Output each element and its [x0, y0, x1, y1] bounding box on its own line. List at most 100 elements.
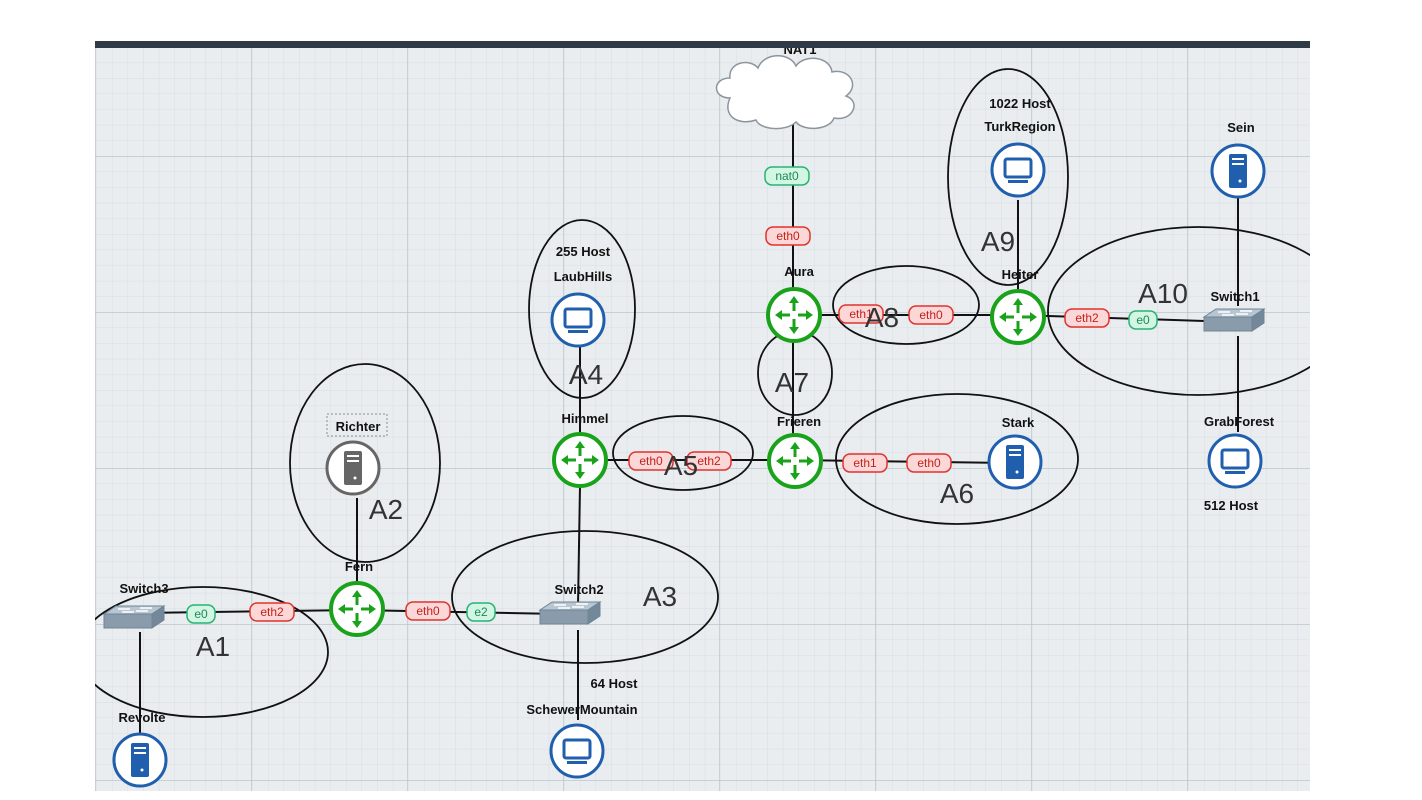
node-heiter[interactable]: Heiter — [990, 267, 1046, 345]
node-label-grabforest: GrabForest — [1204, 414, 1275, 429]
node-label-stark: Stark — [1002, 415, 1035, 430]
area-a8-ellipse — [832, 265, 980, 345]
node-himmel[interactable]: Himmel — [552, 411, 609, 488]
area-a10-ellipse — [1047, 226, 1310, 396]
node-label-revolte: Revolte — [119, 710, 166, 725]
links — [139, 118, 1239, 734]
port-text: eth0 — [639, 454, 663, 468]
area-label-a2: A2 — [369, 494, 403, 525]
node-label-fern: Fern — [345, 559, 373, 574]
port-text: eth1 — [853, 456, 877, 470]
area-labels: A1 A2 A3 A4 A5 A6 A7 A8 A9 A10 — [196, 226, 1188, 662]
topology-canvas[interactable]: NAT1 Aura Heiter Himmel Frieren Fern Swi… — [95, 41, 1310, 791]
node-fern[interactable]: Fern — [329, 559, 385, 637]
node-label-frieren: Frieren — [777, 414, 821, 429]
desktop-icon — [1207, 433, 1263, 489]
area-a5-ellipse — [612, 415, 754, 491]
port-label-himmel-eth0[interactable]: eth0 — [628, 451, 674, 471]
port-text: eth1 — [849, 307, 873, 321]
node-label-aura: Aura — [784, 264, 814, 279]
node-grabforest[interactable]: GrabForest 512 Host — [1204, 414, 1275, 513]
server-icon — [325, 440, 381, 496]
desktop-icon — [990, 142, 1046, 198]
port-text: nat0 — [775, 169, 799, 183]
area-a2-ellipse — [289, 363, 441, 563]
port-label-switch2-e2[interactable]: e2 — [466, 602, 496, 622]
area-a3-ellipse — [451, 530, 719, 664]
router-icon — [552, 432, 608, 488]
port-label-frieren-eth2[interactable]: eth2 — [686, 451, 732, 471]
canvas-top-border — [95, 41, 1310, 48]
area-a4-ellipse — [528, 219, 636, 399]
area-label-a8: A8 — [865, 302, 899, 333]
area-a9-ellipse — [947, 68, 1069, 286]
node-label-turkregion: TurkRegion — [984, 119, 1055, 134]
node-label-switch3: Switch3 — [119, 581, 168, 596]
port-label-switch3-e0[interactable]: e0 — [186, 604, 216, 624]
area-label-a5: A5 — [664, 450, 698, 481]
node-sublabel-schewermountain: 64 Host — [591, 676, 639, 691]
port-label-nat-nat0[interactable]: nat0 — [764, 166, 810, 186]
node-switch3[interactable]: Switch3 — [103, 581, 169, 629]
node-label-heiter: Heiter — [1002, 267, 1039, 282]
node-label-sein: Sein — [1227, 120, 1255, 135]
port-text: eth2 — [697, 454, 721, 468]
port-label-fern-eth2[interactable]: eth2 — [249, 602, 295, 622]
port-text: eth0 — [919, 308, 943, 322]
desktop-icon — [550, 292, 606, 348]
node-label-richter: Richter — [336, 419, 381, 434]
node-label-laubhills: LaubHills — [554, 269, 613, 284]
port-label-switch1-e0[interactable]: e0 — [1128, 310, 1158, 330]
switch-icon — [1203, 308, 1265, 332]
desktop-icon — [549, 723, 605, 779]
node-switch1[interactable]: Switch1 — [1203, 289, 1265, 332]
node-sublabel-turkregion: 1022 Host — [989, 96, 1051, 111]
router-icon — [767, 433, 823, 489]
area-label-a4: A4 — [569, 359, 603, 390]
label-selection-box — [326, 413, 388, 437]
port-text: e2 — [474, 605, 488, 619]
node-turkregion[interactable]: 1022 Host TurkRegion — [984, 96, 1056, 198]
port-label-aura-eth1[interactable]: eth1 — [838, 304, 884, 324]
area-ellipses — [95, 68, 1310, 718]
node-sublabel-grabforest: 512 Host — [1204, 498, 1259, 513]
area-label-a9: A9 — [981, 226, 1015, 257]
node-schewermountain[interactable]: 64 Host SchewerMountain — [526, 676, 639, 779]
port-text: eth0 — [917, 456, 941, 470]
router-icon — [766, 287, 822, 343]
area-label-a6: A6 — [940, 478, 974, 509]
node-label-himmel: Himmel — [562, 411, 609, 426]
port-label-aura-eth0[interactable]: eth0 — [765, 226, 811, 246]
node-richter[interactable]: Richter — [325, 413, 388, 496]
node-label-schewermountain: SchewerMountain — [526, 702, 637, 717]
port-text: e0 — [1136, 313, 1150, 327]
router-icon — [329, 581, 385, 637]
area-label-a7: A7 — [775, 367, 809, 398]
port-text: e0 — [194, 607, 208, 621]
port-label-frieren-eth1[interactable]: eth1 — [842, 453, 888, 473]
server-icon — [987, 434, 1043, 490]
node-stark[interactable]: Stark — [987, 415, 1043, 490]
node-revolte[interactable]: Revolte — [112, 710, 168, 788]
router-icon — [990, 289, 1046, 345]
node-sublabel-laubhills: 255 Host — [556, 244, 611, 259]
server-icon — [1210, 143, 1266, 199]
switch-icon — [539, 601, 601, 625]
area-label-a3: A3 — [643, 581, 677, 612]
node-switch2[interactable]: Switch2 — [539, 582, 604, 625]
area-label-a1: A1 — [196, 631, 230, 662]
port-text: eth0 — [776, 229, 800, 243]
cloud-icon — [715, 55, 855, 130]
canvas-grid — [95, 41, 1310, 791]
node-label-switch1: Switch1 — [1210, 289, 1259, 304]
node-sein[interactable]: Sein — [1210, 120, 1266, 199]
node-laubhills[interactable]: 255 Host LaubHills — [550, 244, 613, 348]
port-labels: nat0 eth0 eth1 eth0 eth2 e0 eth0 eth2 — [186, 166, 1158, 624]
port-label-stark-eth0[interactable]: eth0 — [906, 453, 952, 473]
port-label-fern-eth0[interactable]: eth0 — [405, 601, 451, 621]
switch-icon — [103, 605, 165, 629]
node-aura[interactable]: Aura — [766, 264, 822, 343]
port-label-heiter-eth2[interactable]: eth2 — [1064, 308, 1110, 328]
port-label-heiter-eth0[interactable]: eth0 — [908, 305, 954, 325]
node-frieren[interactable]: Frieren — [767, 414, 823, 489]
